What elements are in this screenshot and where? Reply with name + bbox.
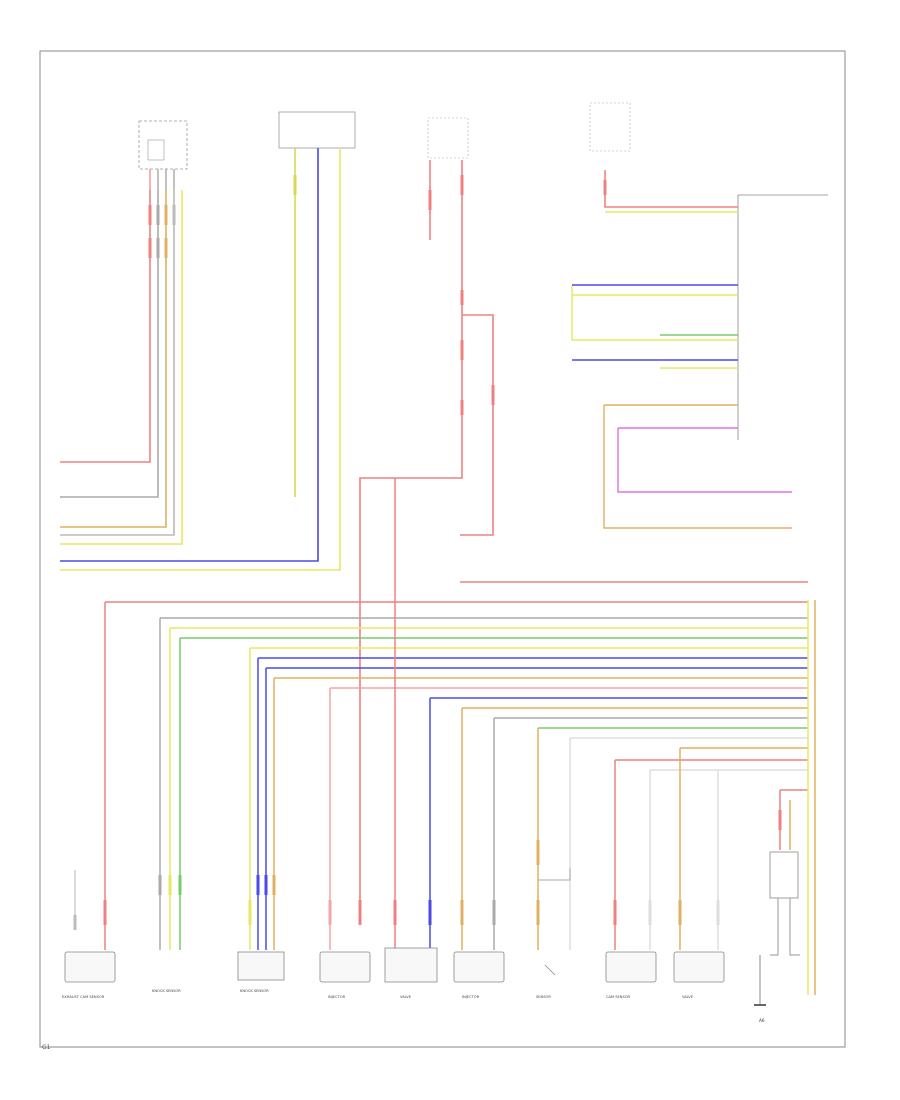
ecm-connector-top (737, 194, 828, 440)
wires-top-middle (60, 148, 341, 571)
vertical-drops (74, 478, 816, 995)
wires-top-right (604, 170, 738, 213)
block-label-exhaust-cam: EXHAUST CAM SENSOR (62, 995, 105, 999)
knock-sensor-1-box (150, 952, 188, 980)
block-label-intake-cam: CAM SENSOR (606, 995, 631, 999)
intake-valve-box (384, 947, 438, 983)
diagram-footer-ground-label: G1 (42, 1044, 51, 1051)
exhaust-cam-sensor-box (64, 951, 116, 983)
connector-a6-label: A6 (759, 1018, 765, 1023)
intake-cam-sensor-box (605, 951, 657, 983)
component-boxes (64, 947, 725, 983)
top-left-sensor (138, 120, 188, 190)
oil-pressure-valve-box (673, 951, 725, 983)
diagram-frame (39, 50, 846, 1048)
horizontal-bus (105, 581, 808, 791)
wires-top-left (60, 190, 183, 545)
wires-ecm-sensors (571, 284, 792, 529)
fuel-injector-2-box (453, 951, 505, 983)
block-label-knock-1: KNOCK SENSOR (152, 989, 181, 993)
top-middle-sensor (278, 111, 356, 149)
block-label-intake-valve: VALVE (400, 995, 412, 999)
bottom-right-relay (754, 851, 800, 1006)
connector-markers (73, 175, 782, 930)
top-relay-2 (589, 102, 631, 152)
oxygen-sensor-symbol (538, 868, 571, 976)
knock-sensor-2-box (237, 951, 285, 981)
top-relay-1 (427, 117, 469, 159)
block-label-oil-valve: VALVE (682, 995, 694, 999)
fuel-injector-1-box (319, 951, 371, 983)
block-label-injector-2: INJECTOR (462, 995, 480, 999)
block-label-knock-2: KNOCK SENSOR (240, 989, 269, 993)
block-label-injector-1: INJECTOR (328, 995, 346, 999)
block-label-oxygen-sensor: SENSOR (536, 995, 551, 999)
wires-center-red (359, 160, 494, 920)
